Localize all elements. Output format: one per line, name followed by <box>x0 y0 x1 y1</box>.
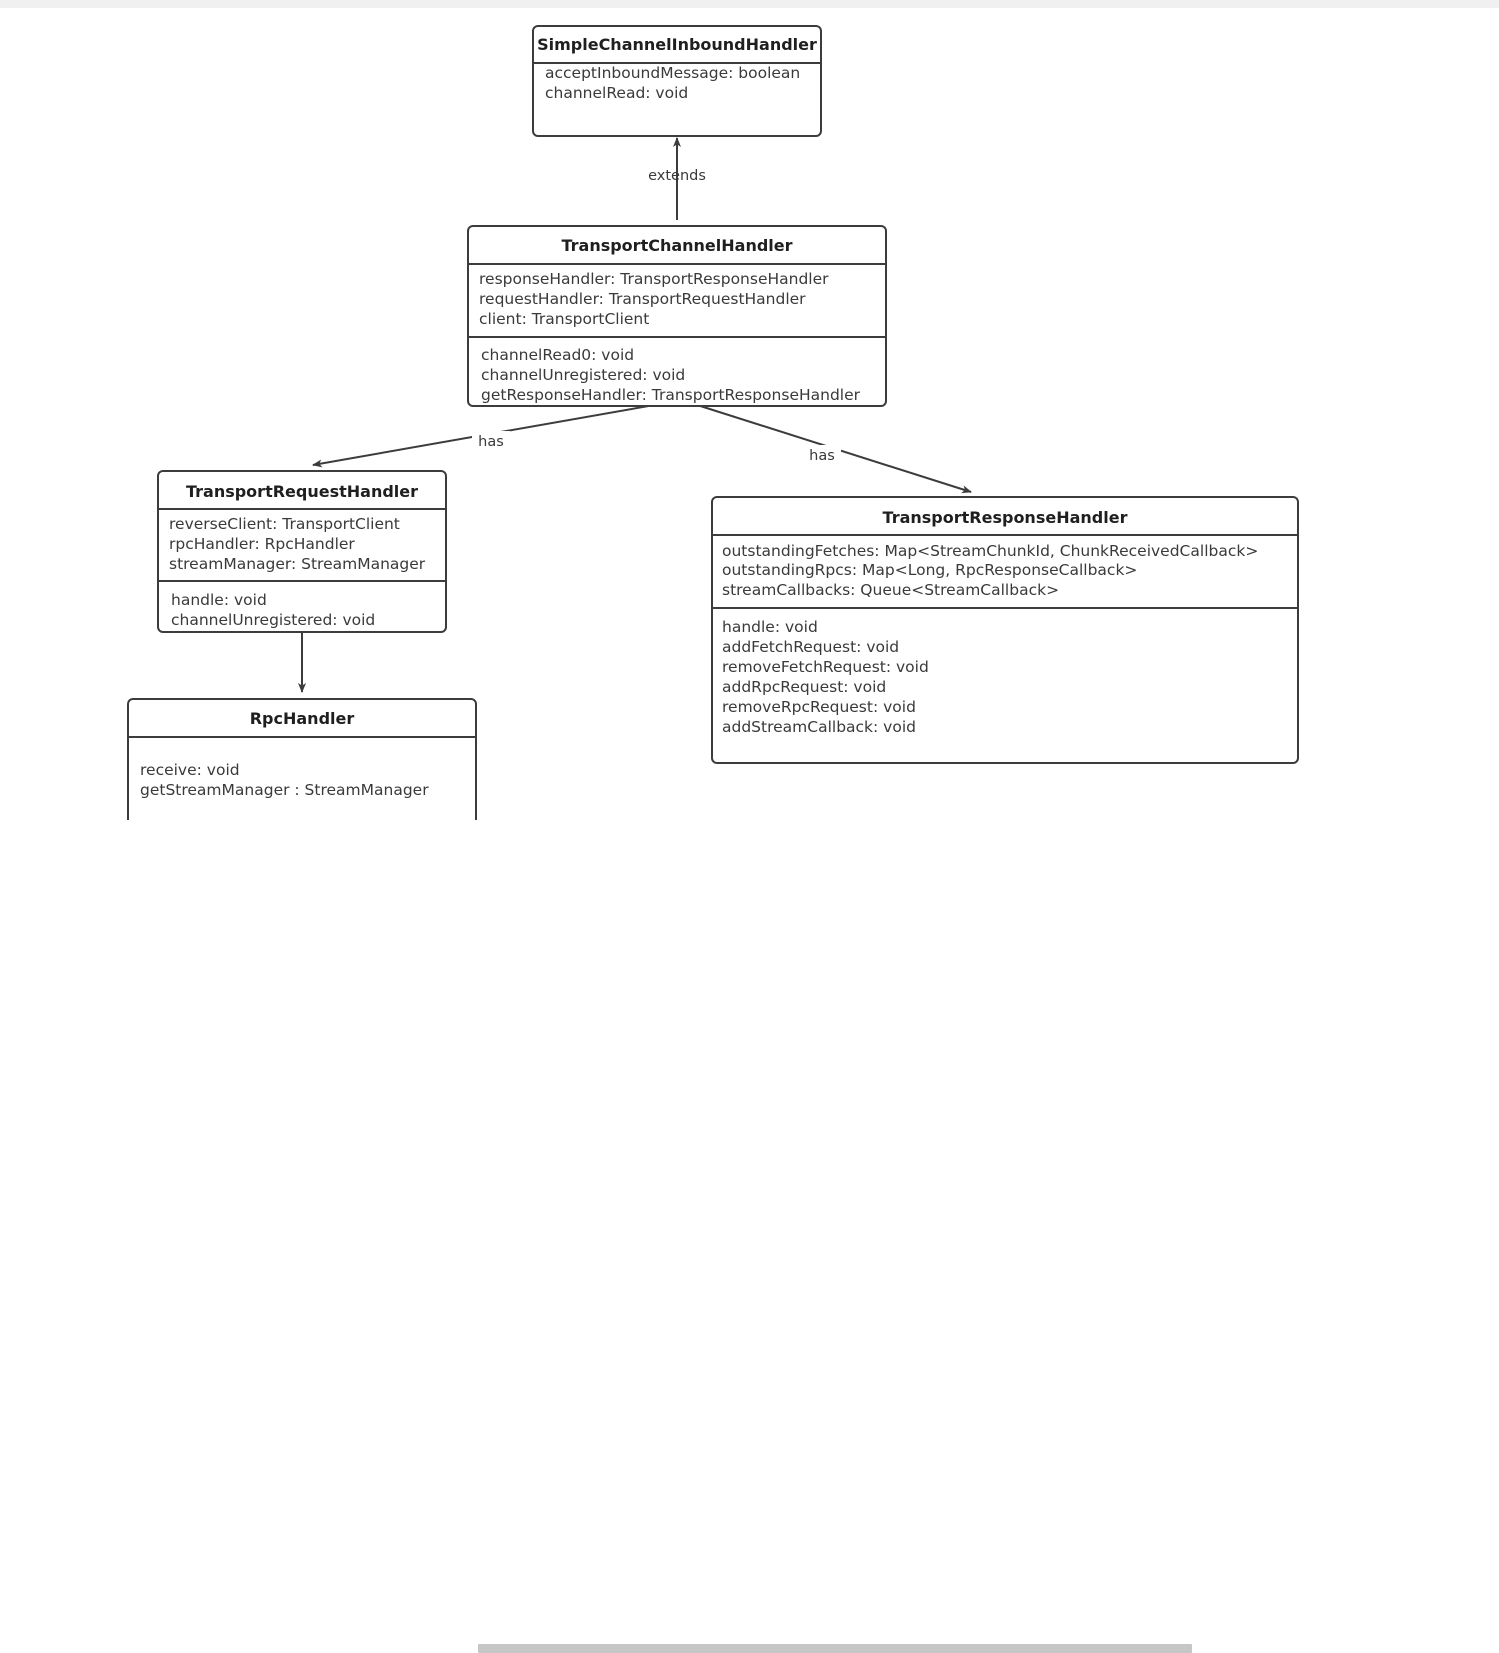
horizontal-scrollbar-track[interactable] <box>0 820 1499 1653</box>
edge-has-response-label: has <box>809 448 835 464</box>
class-method: addRpcRequest: void <box>722 678 886 696</box>
class-method: channelUnregistered: void <box>171 611 375 629</box>
class-attribute: rpcHandler: RpcHandler <box>169 535 355 553</box>
class-method: handle: void <box>722 618 818 636</box>
class-method: removeFetchRequest: void <box>722 658 929 676</box>
horizontal-scrollbar-thumb[interactable] <box>478 1644 1192 1653</box>
diagram-canvas[interactable]: extends has has SimpleChannelInboundHand… <box>0 8 1499 837</box>
class-title: TransportResponseHandler <box>883 508 1128 527</box>
class-attribute: requestHandler: TransportRequestHandler <box>479 290 806 308</box>
class-method: removeRpcRequest: void <box>722 698 916 716</box>
class-attribute: channelRead: void <box>545 84 688 102</box>
class-title: TransportRequestHandler <box>186 482 418 501</box>
class-box-outline <box>467 225 887 407</box>
class-box-outline <box>157 470 447 633</box>
edge-has-response-label-bg <box>803 445 841 464</box>
class-attribute: outstandingFetches: Map<StreamChunkId, C… <box>722 542 1258 560</box>
class-attribute: reverseClient: TransportClient <box>169 515 400 533</box>
top-strip <box>0 0 1499 8</box>
class-attribute: streamManager: StreamManager <box>169 555 426 573</box>
class-method: channelRead0: void <box>481 346 634 364</box>
class-method: addStreamCallback: void <box>722 718 916 736</box>
class-box-transport-request-handler[interactable]: TransportRequestHandler reverseClient: T… <box>157 470 447 633</box>
class-title: SimpleChannelInboundHandler <box>537 35 817 54</box>
edge-extends: extends <box>648 137 706 220</box>
class-attribute: client: TransportClient <box>479 310 649 328</box>
edge-has-request-label-bg <box>472 431 510 450</box>
class-method: addFetchRequest: void <box>722 638 899 656</box>
class-method: channelUnregistered: void <box>481 366 685 384</box>
class-attribute: streamCallbacks: Queue<StreamCallback> <box>722 581 1059 599</box>
class-attribute: responseHandler: TransportResponseHandle… <box>479 270 829 288</box>
class-method: getResponseHandler: TransportResponseHan… <box>481 386 861 404</box>
class-box-outline <box>532 25 822 137</box>
class-attribute: outstandingRpcs: Map<Long, RpcResponseCa… <box>722 561 1137 579</box>
class-box-rpc-handler[interactable]: RpcHandler receive: void getStreamManage… <box>127 698 477 832</box>
class-box-transport-channel-handler[interactable]: TransportChannelHandler responseHandler:… <box>467 225 887 407</box>
class-box-transport-response-handler[interactable]: TransportResponseHandler outstandingFetc… <box>711 496 1299 764</box>
uml-class-diagram: extends has has SimpleChannelInboundHand… <box>127 25 1299 832</box>
edge-has-response: has <box>693 403 972 494</box>
edge-extends-label: extends <box>648 168 706 184</box>
class-box-outline <box>711 496 1299 764</box>
class-attribute: getStreamManager : StreamManager <box>140 781 429 799</box>
class-method: handle: void <box>171 591 267 609</box>
edge-has-request-label: has <box>478 434 504 450</box>
edge-has-request: has <box>312 403 661 468</box>
class-attribute: acceptInboundMessage: boolean <box>545 64 800 82</box>
class-title: RpcHandler <box>250 709 355 728</box>
class-box-simple-channel-inbound-handler[interactable]: SimpleChannelInboundHandler acceptInboun… <box>532 25 822 137</box>
class-title: TransportChannelHandler <box>561 236 792 255</box>
class-attribute: receive: void <box>140 761 240 779</box>
